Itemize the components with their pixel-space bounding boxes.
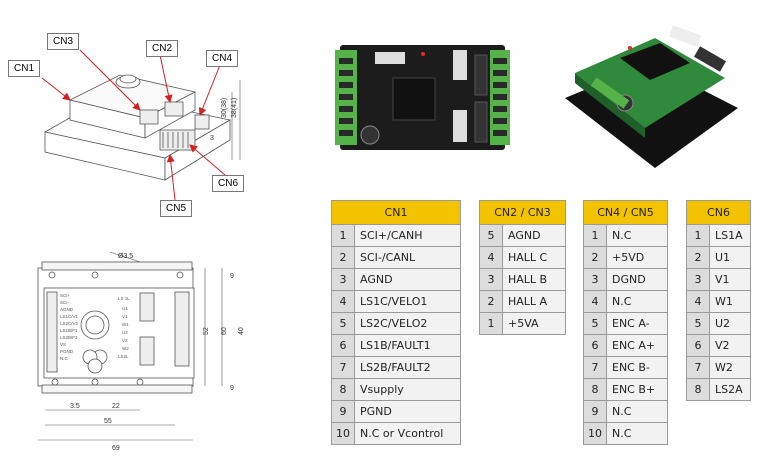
dim-3: 3 <box>210 135 214 142</box>
svg-text:LS 1L: LS 1L <box>118 296 130 301</box>
top-view <box>37 261 195 394</box>
svg-text:LS2B/F2: LS2B/F2 <box>60 335 78 340</box>
table-row: 2+5VD <box>583 246 668 269</box>
dim-22: 22 <box>112 403 120 410</box>
svg-text:U1: U1 <box>122 306 128 311</box>
svg-text:SCI+: SCI+ <box>60 293 71 298</box>
table-cn1-title: CN1 <box>331 200 461 225</box>
dim-69: 69 <box>112 445 120 452</box>
table-cn6-title: CN6 <box>686 200 751 225</box>
svg-text:W1: W1 <box>122 322 129 327</box>
svg-text:LS2L: LS2L <box>118 354 129 359</box>
isometric-housing <box>43 74 232 181</box>
callout-cn3: CN3 <box>47 33 80 50</box>
module-photo <box>565 25 738 168</box>
table-cn2-cn3-title: CN2 / CN3 <box>479 200 566 225</box>
mechanical-drawing: 30(38) 38(41) 3 SCI+ SCI- AGND LS1C/V1LS2C… <box>37 49 245 452</box>
svg-text:U2: U2 <box>122 330 128 335</box>
callout-cn5: CN5 <box>160 200 193 217</box>
dim-40: 40 <box>238 327 245 335</box>
dim-9-top: 9 <box>230 273 234 280</box>
dim-38-41: 38(41) <box>231 98 238 118</box>
svg-text:VS: VS <box>60 342 66 347</box>
svg-text:W2: W2 <box>122 346 129 351</box>
dim-52: 52 <box>203 327 210 335</box>
dim-55: 55 <box>104 418 112 425</box>
callout-cn2: CN2 <box>146 40 179 57</box>
svg-text:V1: V1 <box>122 314 128 319</box>
dim-3-5: 3.5 <box>70 403 80 410</box>
dim-30-38: 30(38) <box>221 98 228 118</box>
svg-text:N.C: N.C <box>60 356 69 361</box>
svg-text:SCI-: SCI- <box>60 300 70 305</box>
svg-text:AGND: AGND <box>60 307 74 312</box>
svg-text:V2: V2 <box>122 338 128 343</box>
svg-text:LS2C/V2: LS2C/V2 <box>60 321 79 326</box>
dim-hole-diameter: Ø3.5 <box>118 253 133 260</box>
svg-text:LS1C/V1: LS1C/V1 <box>60 314 79 319</box>
table-cn4-cn5-title: CN4 / CN5 <box>583 200 668 225</box>
svg-text:PGND: PGND <box>60 349 74 354</box>
callout-cn1: CN1 <box>8 60 41 77</box>
dim-60: 60 <box>221 327 228 335</box>
svg-text:LS1B/F1: LS1B/F1 <box>60 328 78 333</box>
callout-cn6: CN6 <box>212 175 245 192</box>
dim-9-bottom: 9 <box>230 385 234 392</box>
pcb-top-photo <box>335 45 510 150</box>
table-row: 1+5VA <box>479 312 566 335</box>
callout-cn4: CN4 <box>206 50 239 67</box>
